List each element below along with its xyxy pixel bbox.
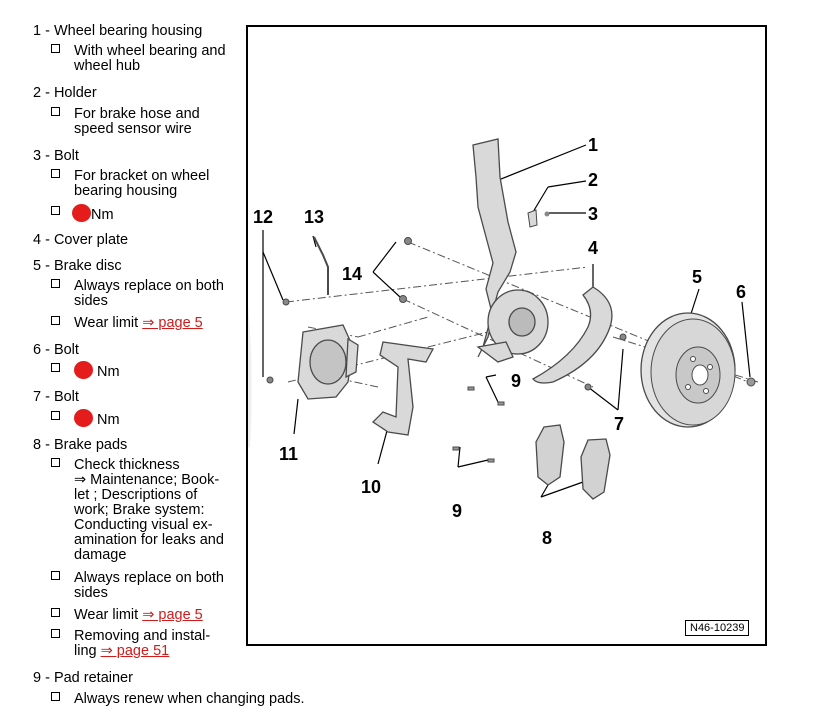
bolt-6 [746, 377, 756, 387]
callout-8: 8 [542, 528, 552, 548]
legend-item-7-torque: Nm [51, 409, 120, 427]
redacted-value-icon [74, 361, 93, 379]
legend-item-9-title: 9 - Pad retainer [33, 670, 133, 686]
callout-5: 5 [692, 267, 702, 287]
bolts [266, 237, 627, 391]
callout-3: 3 [588, 204, 598, 224]
callout-9-lower: 9 [452, 501, 462, 521]
parts-legend: 1 - Wheel bearing housing With wheel bea… [0, 0, 305, 715]
legend-item-6-torque: Nm [51, 361, 120, 379]
checkbox-bullet-icon [51, 691, 60, 701]
checkbox-bullet-icon [51, 315, 60, 325]
brake-pads [535, 424, 611, 500]
callout-2: 2 [588, 170, 598, 190]
caliper-bracket [371, 341, 435, 436]
checkbox-bullet-icon [51, 628, 60, 638]
callout-7: 7 [614, 414, 624, 434]
legend-item-5-title: 5 - Brake disc [33, 258, 122, 274]
legend-item-5-wear: Wear limit ⇒ page 5 [51, 315, 203, 331]
legend-item-8-wear: Wear limit ⇒ page 5 [51, 607, 203, 623]
leader-lines [262, 144, 751, 498]
legend-item-9-note: Always renew when changing pads. [51, 691, 305, 707]
brake-disc [640, 312, 736, 428]
caliper-housing [297, 324, 359, 400]
exploded-view-figure: 1 2 3 4 5 6 7 8 9 9 10 11 12 13 14 N46-1… [246, 25, 767, 646]
pad-retainers [452, 386, 505, 463]
legend-item-8-removing: Removing and instal-ling ⇒ page 51 [51, 628, 210, 659]
page-51-link[interactable]: ⇒ page 51 [100, 643, 170, 659]
legend-item-8-check: Check thickness⇒ Maintenance; Book- let … [51, 457, 224, 563]
checkbox-bullet-icon [51, 607, 60, 617]
checkbox-bullet-icon [51, 168, 60, 178]
checkbox-bullet-icon [51, 457, 60, 467]
callout-6: 6 [736, 282, 746, 302]
brake-assembly-drawing: 1 2 3 4 5 6 7 8 9 9 10 11 12 13 14 [248, 135, 759, 548]
legend-item-8-title: 8 - Brake pads [33, 437, 128, 453]
callout-1: 1 [588, 135, 598, 155]
checkbox-bullet-icon [51, 410, 60, 420]
redacted-value-icon [74, 409, 93, 427]
legend-item-4-title: 4 - Cover plate [33, 232, 129, 248]
checkbox-bullet-icon [51, 362, 60, 372]
callout-11: 11 [279, 444, 298, 464]
callout-12: 12 [253, 207, 273, 227]
callout-14: 14 [342, 264, 362, 284]
page-5-link[interactable]: ⇒ page 5 [142, 315, 203, 331]
page-5-link[interactable]: ⇒ page 5 [142, 607, 203, 623]
cover-plate [531, 286, 613, 384]
legend-item-2-title: 2 - Holder [33, 85, 97, 101]
legend-item-7-title: 7 - Bolt [33, 389, 79, 405]
checkbox-bullet-icon [51, 278, 60, 288]
figure-id: N46-10239 [685, 620, 750, 636]
checkbox-bullet-icon [51, 43, 60, 53]
checkbox-bullet-icon [51, 106, 60, 116]
holder [527, 209, 538, 228]
legend-item-6-title: 6 - Bolt [33, 342, 79, 358]
brake-hose [313, 236, 329, 295]
checkbox-bullet-icon [51, 570, 60, 580]
checkbox-bullet-icon [51, 205, 60, 215]
callout-4: 4 [588, 238, 598, 258]
redacted-value-icon [72, 204, 91, 222]
wheel-bearing-housing [472, 138, 549, 363]
bolt-3 [544, 211, 550, 217]
callout-9-upper: 9 [511, 371, 521, 391]
legend-item-1-title: 1 - Wheel bearing housing [33, 23, 203, 39]
callout-13: 13 [304, 207, 324, 227]
legend-item-3-torque: Nm [51, 204, 114, 222]
legend-item-3-title: 3 - Bolt [33, 148, 79, 164]
callout-10: 10 [361, 477, 381, 497]
